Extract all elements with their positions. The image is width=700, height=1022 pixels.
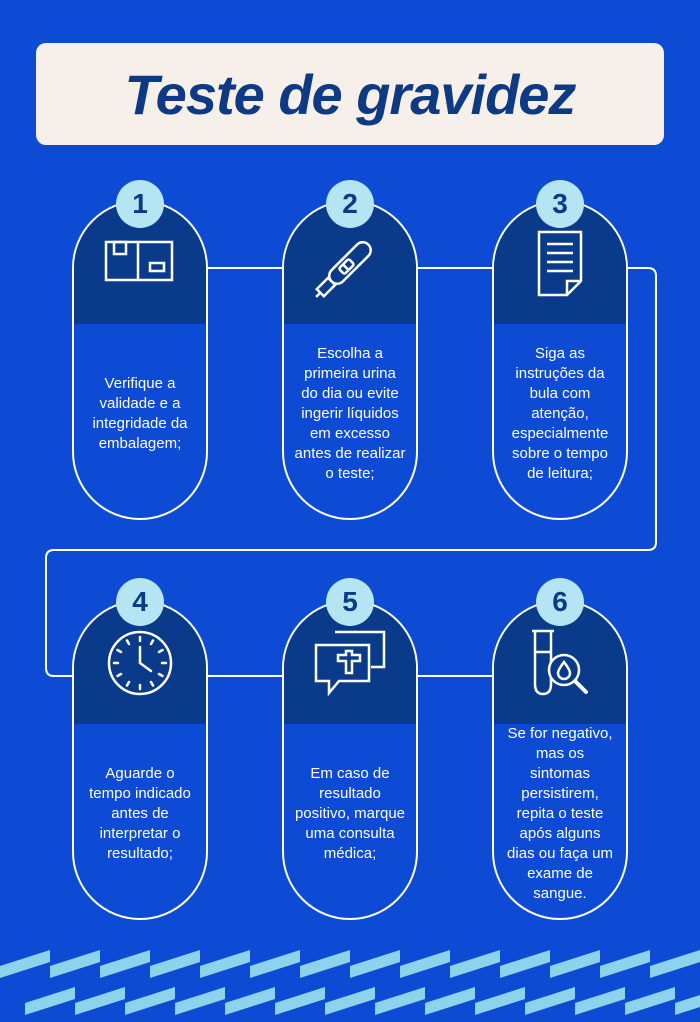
step-number-badge: 6 bbox=[536, 578, 584, 626]
step-text: Siga as instruções da bula com atenção, … bbox=[511, 345, 609, 482]
clock-icon bbox=[107, 630, 173, 696]
step-text: Escolha a primeira urina do dia ou evite… bbox=[294, 345, 406, 482]
step-card-5: Em caso de resultado positivo, marque um… bbox=[282, 600, 418, 920]
step-number-badge: 4 bbox=[116, 578, 164, 626]
medical-chat-icon bbox=[314, 630, 386, 697]
step-card-2: Escolha a primeira urina do dia ou evite… bbox=[282, 200, 418, 520]
step-card-6: Se for negativo, mas os sintomas persist… bbox=[492, 600, 628, 920]
pregnancy-test-icon bbox=[314, 241, 372, 299]
title-box: Teste de gravidez bbox=[36, 43, 664, 145]
step-card-3: Siga as instruções da bula com atenção, … bbox=[492, 200, 628, 520]
step-number-badge: 5 bbox=[326, 578, 374, 626]
step-card-4: Aguarde o tempo indicado antes de interp… bbox=[72, 600, 208, 920]
document-icon bbox=[537, 230, 583, 297]
box-icon bbox=[104, 240, 174, 282]
lab-test-icon bbox=[532, 629, 588, 696]
step-text: Se for negativo, mas os sintomas persist… bbox=[507, 725, 613, 902]
page-title: Teste de gravidez bbox=[124, 62, 577, 126]
step-number-badge: 2 bbox=[326, 180, 374, 228]
step-card-1: Verifique a validade e a integridade da … bbox=[72, 200, 208, 520]
decorative-stripes bbox=[0, 948, 700, 1022]
step-text: Em caso de resultado positivo, marque um… bbox=[294, 765, 406, 862]
step-number-badge: 3 bbox=[536, 180, 584, 228]
step-number-badge: 1 bbox=[116, 180, 164, 228]
step-text: Aguarde o tempo indicado antes de interp… bbox=[89, 765, 191, 862]
step-text: Verifique a validade e a integridade da … bbox=[92, 375, 188, 452]
